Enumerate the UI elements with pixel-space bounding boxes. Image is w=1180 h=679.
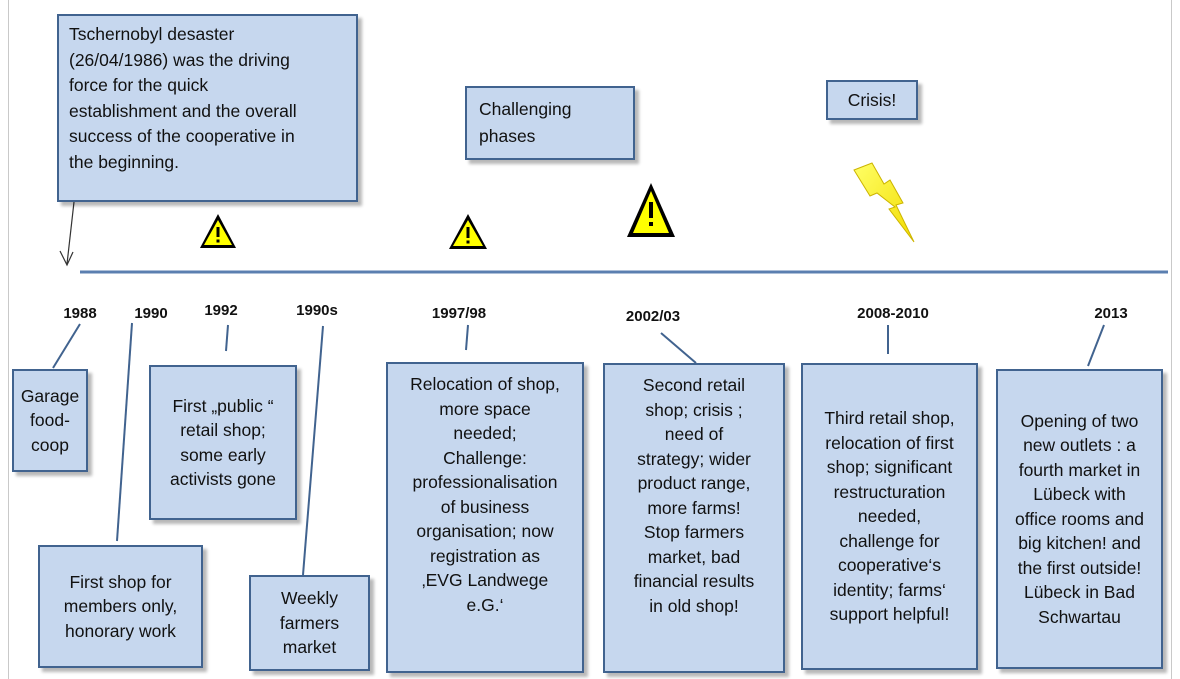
event-text: First shop for members only, honorary wo… [63, 571, 178, 641]
challenging-phases-callout: Challenging phases [465, 86, 635, 160]
event-text: Relocation of shop, more space needed; C… [410, 374, 560, 615]
event-text: Weekly farmers market [279, 588, 340, 658]
event-text: Second retail shop; crisis ; need of str… [633, 375, 755, 616]
connector-1990 [116, 322, 133, 542]
connector-1988 [52, 323, 81, 369]
warning-icon [200, 214, 236, 248]
challenging-phases-text: Challenging phases [479, 99, 572, 146]
year-label: 1988 [63, 305, 97, 322]
event-text: First „public “ retail shop; some early … [169, 395, 277, 490]
year-label: 2008-2010 [857, 305, 929, 322]
tschernobyl-callout: Tschernobyl desaster (26/04/1986) was th… [57, 14, 358, 202]
year-label: 2013 [1094, 305, 1128, 322]
event-second-retail-shop: Second retail shop; crisis ; need of str… [603, 363, 785, 673]
event-relocation-of-shop: Relocation of shop, more space needed; C… [386, 362, 584, 673]
frame-right-border [1171, 0, 1172, 679]
year-label: 1997/98 [431, 305, 487, 322]
frame-left-border [8, 0, 9, 679]
tschernobyl-text: Tschernobyl desaster (26/04/1986) was th… [69, 24, 297, 172]
crisis-callout: Crisis! [826, 80, 918, 120]
event-text: Third retail shop, relocation of first s… [824, 408, 955, 625]
year-label: 2002/03 [625, 308, 681, 325]
event-weekly-farmers-market: Weekly farmers market [249, 575, 370, 671]
event-text: Garage food- coop [20, 385, 80, 455]
connector-1990s [302, 325, 324, 576]
warning-icon [627, 183, 675, 237]
connector-1992 [225, 324, 229, 352]
warning-icon [449, 214, 487, 249]
connector-1997 [465, 324, 469, 351]
year-label: 1990s [296, 302, 338, 319]
tschernobyl-arrow [59, 201, 75, 267]
event-first-public-shop: First „public “ retail shop; some early … [149, 365, 297, 520]
event-two-new-outlets: Opening of two new outlets : a fourth ma… [996, 369, 1163, 669]
connector-2002 [660, 332, 697, 364]
crisis-text: Crisis! [847, 89, 897, 110]
connector-2013 [1087, 324, 1105, 367]
event-third-retail-shop: Third retail shop, relocation of first s… [801, 363, 978, 670]
event-text: Opening of two new outlets : a fourth ma… [1014, 410, 1145, 627]
event-members-only-shop: First shop for members only, honorary wo… [38, 545, 203, 668]
year-label: 1992 [204, 302, 238, 319]
year-label: 1990 [134, 305, 168, 322]
event-garage-food-coop: Garage food- coop [12, 369, 88, 472]
lightning-icon [853, 162, 915, 243]
